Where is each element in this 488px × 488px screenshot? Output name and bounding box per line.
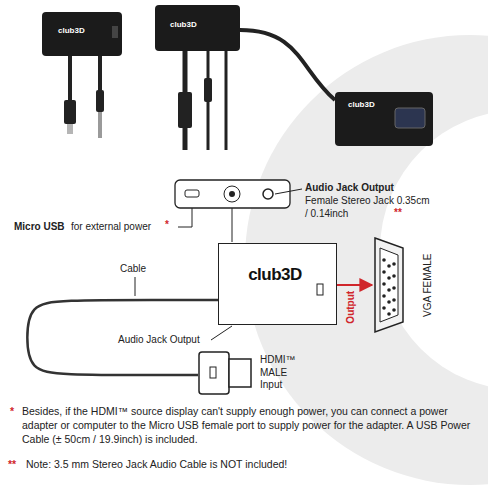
connector-label: Output [345,290,358,323]
port-panel [175,180,290,208]
adapter-port [112,26,118,38]
cable [240,30,335,100]
callout-label: Female Stereo Jack 0.35cm / 0.14inch [305,195,430,220]
brand-logo: club3D [348,100,375,110]
brand-logo: club3D [170,20,197,30]
footnote-text: Besides, if the HDMI™ source display can… [22,405,477,447]
audio-plug [204,78,212,102]
callout-label: Audio Jack Output [305,182,394,195]
leader-line [232,208,233,242]
callout-label: Micro USB [14,221,65,234]
vga-connector: VGA FEMALE [372,236,406,334]
adapter-body [155,5,240,51]
brand-logo: club3D [219,264,331,285]
vga-connector-outline [372,236,406,334]
footnote-mark: ** [8,458,16,472]
cable [98,56,102,90]
audio-port [263,189,273,199]
audio-jack-tip [98,112,102,138]
plug-tip [67,124,73,134]
footnote-text: Note: 3.5 mm Stereo Jack Audio Cable is … [26,458,476,472]
footnote-mark: ** [394,207,402,220]
leader-line [275,189,302,194]
cable-line [27,300,218,375]
hdmi-plug-outline [198,350,252,396]
footnote-mark: * [165,219,169,232]
leader-line [178,208,192,227]
output-arrow [337,284,372,286]
adapter-body [335,92,433,146]
footnote-mark: * [10,405,14,419]
micro-usb-port [185,190,199,197]
cable [225,51,228,150]
leader-line [135,277,136,296]
jack-ring [224,186,240,202]
audio-plug [96,90,104,112]
hdmi-plug: HDMI™ MALE Input [198,350,252,396]
adapter-box: club3D [218,243,337,325]
plug [178,92,192,128]
cable [68,56,72,100]
vga-port [395,108,425,128]
brand-logo: club3D [58,26,85,36]
adapter-body [42,12,122,56]
micro-usb-plug [64,100,76,124]
connector-label: HDMI™ MALE Input [260,354,306,392]
photo-right-adapter [335,92,433,146]
callout-label: Cable [120,263,146,276]
adapter-box-outline [219,244,331,326]
panel-outline [175,180,290,208]
callout-label: Audio Jack Output [118,334,200,347]
jack-hole [229,191,235,197]
callout-label: for external power [71,221,151,234]
connector-label: VGA FEMALE [422,253,435,316]
leader-line [211,326,232,340]
photo-left-adapter [42,12,122,138]
photo-middle-adapter [155,5,335,150]
